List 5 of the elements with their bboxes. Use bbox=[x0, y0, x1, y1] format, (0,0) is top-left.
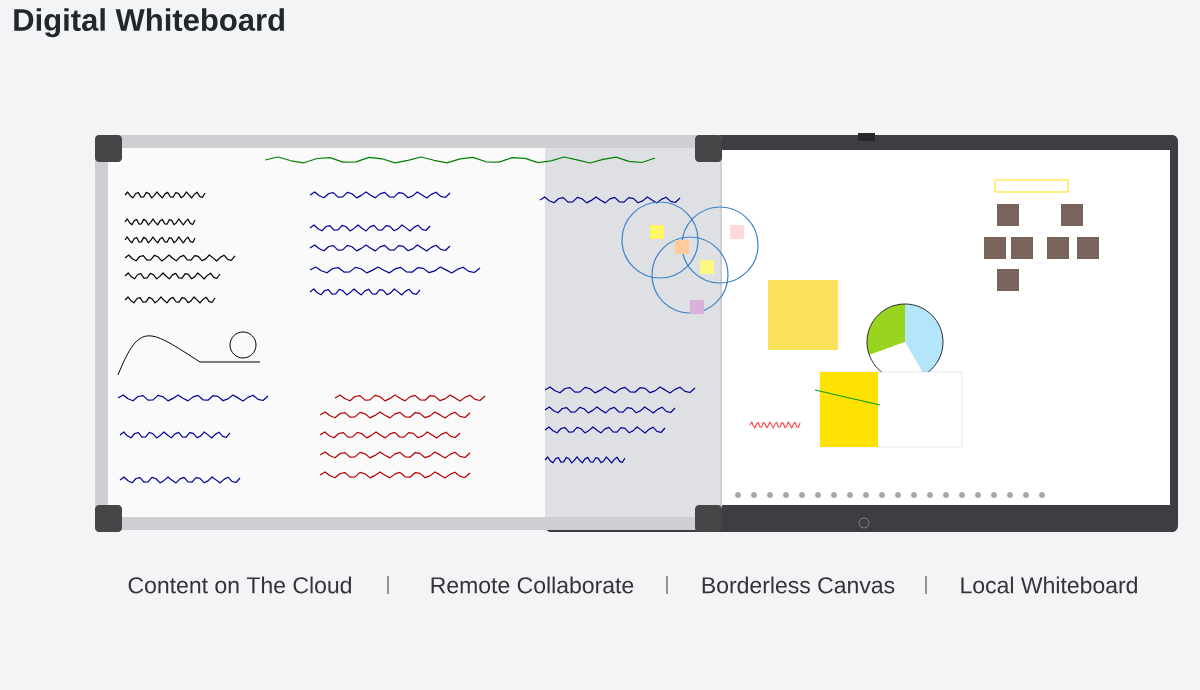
feature-label: Local Whiteboard bbox=[961, 576, 1137, 594]
feature-label: Remote Collaborate bbox=[431, 576, 634, 594]
title: Digital Whiteboard bbox=[14, 8, 284, 38]
feature-label: Borderless Canvas bbox=[702, 576, 895, 594]
feature-label: Content on The Cloud bbox=[128, 576, 351, 594]
